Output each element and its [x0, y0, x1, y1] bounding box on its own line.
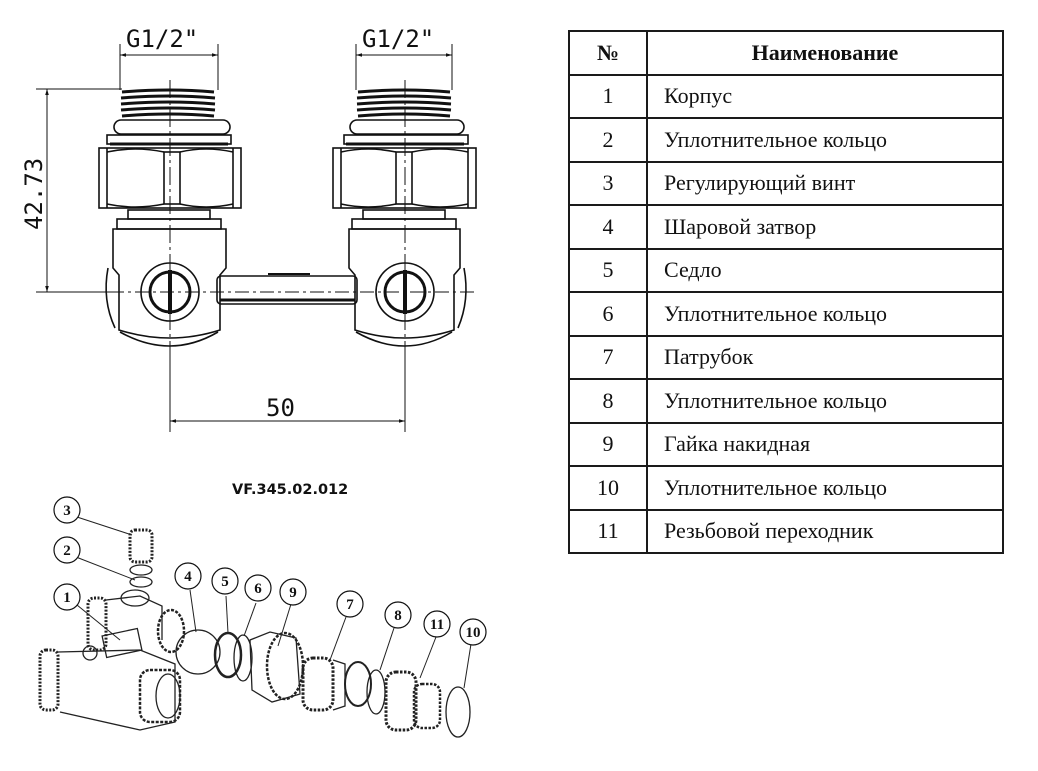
part-name-cell: Шаровой затвор — [646, 204, 1004, 250]
svg-text:1: 1 — [63, 590, 71, 606]
svg-text:7: 7 — [346, 597, 354, 613]
balloon-1: 1 — [53, 583, 81, 611]
part-number-cell: 11 — [568, 508, 648, 554]
part-number-cell: 6 — [568, 291, 648, 337]
balloon-6: 6 — [244, 574, 272, 602]
part-number-cell: 10 — [568, 465, 648, 511]
part-number-cell: 1 — [568, 73, 648, 119]
balloon-8: 8 — [384, 601, 412, 629]
column-header-number: № — [568, 30, 648, 76]
balloon-7: 7 — [336, 590, 364, 618]
part-balloons: 1 2 3 4 5 6 9 7 8 11 10 — [53, 496, 487, 646]
part-adapter — [384, 670, 442, 732]
part-number-cell: 8 — [568, 378, 648, 424]
part-number-cell: 4 — [568, 204, 648, 250]
part-name-cell: Седло — [646, 247, 1004, 293]
balloon-9: 9 — [279, 578, 307, 606]
part-body — [38, 589, 186, 731]
part-name-cell: Уплотнительное кольцо — [646, 117, 1004, 163]
part-name-cell: Уплотнительное кольцо — [646, 291, 1004, 337]
balloon-4: 4 — [174, 562, 202, 590]
part-name-cell: Уплотнительное кольцо — [646, 378, 1004, 424]
part-number-cell: 9 — [568, 421, 648, 467]
front-view — [36, 44, 477, 432]
svg-text:6: 6 — [254, 581, 262, 597]
balloon-3: 3 — [53, 496, 81, 524]
part-name-cell: Гайка накидная — [646, 421, 1004, 467]
connecting-pipe — [216, 273, 358, 305]
center-distance-label: 50 — [266, 394, 295, 422]
exploded-view — [38, 516, 472, 738]
part-number-cell: 2 — [568, 117, 648, 163]
table-header-row: № Наименование — [568, 30, 1004, 76]
balloon-10: 10 — [459, 618, 487, 646]
svg-text:11: 11 — [430, 617, 444, 633]
part-name-cell: Регулирующий винт — [646, 160, 1004, 206]
part-number-cell: 7 — [568, 334, 648, 380]
part-nut — [249, 631, 305, 703]
balloon-2: 2 — [53, 536, 81, 564]
svg-text:4: 4 — [184, 569, 192, 585]
column-header-name: Наименование — [646, 30, 1004, 76]
part-screw — [128, 528, 154, 564]
part-number-cell: 3 — [568, 160, 648, 206]
svg-text:8: 8 — [394, 608, 402, 624]
technical-drawing: G1/2" G1/2" 42.73 50 — [20, 25, 487, 738]
height-dimension-label: 42.73 — [20, 158, 48, 230]
balloon-11: 11 — [423, 610, 451, 638]
part-number-cell: 5 — [568, 247, 648, 293]
svg-text:5: 5 — [221, 574, 229, 590]
part-name-cell: Уплотнительное кольцо — [646, 465, 1004, 511]
part-name-cell: Патрубок — [646, 334, 1004, 380]
svg-text:3: 3 — [63, 503, 71, 519]
thread-size-right-label: G1/2" — [362, 25, 434, 53]
part-name-cell: Резьбовой переходник — [646, 508, 1004, 554]
svg-text:10: 10 — [466, 625, 481, 641]
part-name-cell: Корпус — [646, 73, 1004, 119]
part-fitting — [301, 656, 372, 712]
svg-text:2: 2 — [63, 543, 71, 559]
svg-text:9: 9 — [289, 585, 297, 601]
balloon-5: 5 — [211, 567, 239, 595]
thread-size-left-label: G1/2" — [126, 25, 198, 53]
model-code-label: VF.345.02.012 — [232, 482, 349, 498]
